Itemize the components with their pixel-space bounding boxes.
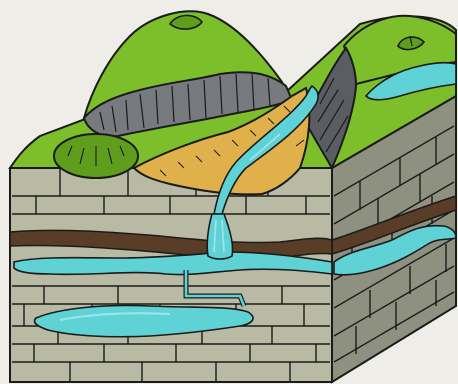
block-front-face bbox=[10, 168, 332, 382]
sinkhole-left bbox=[54, 134, 138, 178]
